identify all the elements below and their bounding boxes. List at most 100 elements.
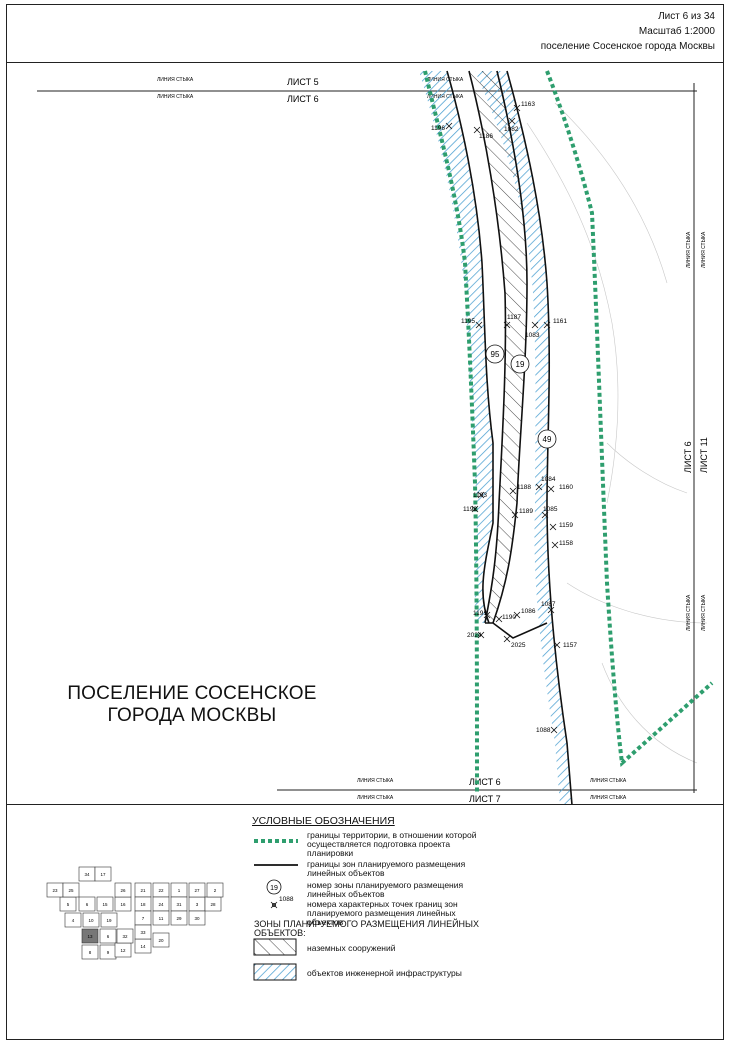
- zone-number-95: 95: [485, 344, 505, 364]
- point-label-1085: 1085: [543, 506, 558, 513]
- point-label-1191: 1191: [473, 610, 487, 617]
- key-map-label-29: 29: [176, 916, 182, 921]
- key-map-label-28: 28: [210, 902, 216, 907]
- point-label-1161: 1161: [553, 318, 567, 325]
- legend-zone-number-symbol: 19: [266, 879, 282, 895]
- settlement-name: поселение Сосенское города Москвы: [540, 41, 715, 52]
- sheet-label-right-right: ЛИСТ 11: [699, 437, 709, 473]
- point-1186: 1186: [473, 126, 493, 140]
- legend-boundary-label: границы территории, в отношении которой …: [307, 830, 477, 858]
- point-label-1163: 1163: [521, 101, 535, 108]
- svg-text:95: 95: [491, 350, 500, 359]
- key-map-cell-33: [134, 924, 152, 940]
- key-map-label-1: 1: [178, 888, 181, 893]
- junction-label-top-1: ЛИНИЯ СТЫКА: [157, 77, 194, 83]
- key-map-label-25: 25: [68, 888, 74, 893]
- junction-right: ЛИНИЯ СТЫКА ЛИНИЯ СТЫКА ЛИНИЯ СТЫКА ЛИНИ…: [683, 83, 709, 793]
- junction-label-top-2: ЛИНИЯ СТЫКА: [157, 94, 194, 100]
- key-map-label-30: 30: [194, 916, 200, 921]
- point-label-1088: 1088: [536, 727, 551, 734]
- point-label-1188: 1188: [517, 484, 531, 491]
- junction-label-right-4: ЛИНИЯ СТЫКА: [701, 594, 707, 631]
- key-map-label-8: 8: [89, 950, 92, 955]
- junction-label-right-3: ЛИНИЯ СТЫКА: [686, 594, 692, 631]
- point-1187: 1187: [503, 314, 521, 329]
- junction-label-bottom-4: ЛИНИЯ СТЫКА: [590, 795, 627, 801]
- key-map-label-33: 33: [140, 930, 146, 935]
- key-map-cell-25: [62, 882, 80, 898]
- place-name-line1: ПОСЕЛЕНИЕ СОСЕНСКОЕ: [67, 683, 317, 704]
- key-map-label-18: 18: [140, 902, 146, 907]
- svg-text:19: 19: [516, 360, 525, 369]
- map-drawing: ЛИНИЯ СТЫКА ЛИНИЯ СТЫКА ЛИНИЯ СТЫКА ЛИНИ…: [37, 70, 714, 804]
- point-label-1193: 1193: [473, 492, 487, 499]
- svg-text:19: 19: [270, 885, 278, 892]
- legend-zone-boundary-label: границы зон планируемого размещения лине…: [307, 859, 466, 878]
- junction-label-bottom-3: ЛИНИЯ СТЫКА: [590, 778, 627, 784]
- point-1159: 1159: [549, 522, 573, 531]
- legend-point-sample: 1088: [279, 896, 294, 903]
- sheet-label-bottom-above: ЛИСТ 6: [469, 777, 501, 787]
- point-1192: 1192: [463, 505, 479, 513]
- legend-zones-section: ЗОНЫ ПЛАНИРУЕМОГО РАЗМЕЩЕНИЯ ЛИНЕЙНЫХ ОБ…: [254, 919, 480, 938]
- place-name-line2: ГОРОДА МОСКВЫ: [107, 705, 277, 726]
- point-label-1082: 1082: [504, 126, 519, 133]
- key-map-cell-27: [188, 882, 206, 898]
- key-map-label-6: 6: [86, 902, 89, 907]
- junction-label-bottom-1: ЛИНИЯ СТЫКА: [357, 778, 394, 784]
- point-label-1084: 1084: [541, 476, 556, 483]
- point-label-1189: 1189: [519, 508, 533, 515]
- key-map-label-31: 31: [176, 902, 182, 907]
- point-1161: 1161: [543, 318, 567, 329]
- key-map-label-11: 11: [159, 916, 164, 921]
- key-map-cell-26: [114, 882, 132, 898]
- key-map-label-2: 2: [214, 888, 217, 893]
- key-map-label-16: 16: [120, 902, 126, 907]
- point-label-2025: 2025: [511, 642, 526, 649]
- key-map-label-3: 3: [196, 902, 199, 907]
- point-label-1159: 1159: [559, 522, 573, 529]
- key-map-cell-11: [152, 910, 170, 926]
- key-map-cell-30: [188, 910, 206, 926]
- legend-engineering-symbol: [253, 963, 297, 981]
- point-label-1157: 1157: [563, 642, 577, 649]
- map-scale: Масштаб 1:2000: [638, 26, 715, 37]
- key-map-cell-20: [152, 932, 170, 948]
- point-2025: 2025: [503, 635, 526, 649]
- key-map-label-22: 22: [158, 888, 164, 893]
- key-map-label-32: 32: [122, 934, 128, 939]
- legend-engineering-label: объектов инженерной инфраструктуры: [307, 968, 462, 978]
- zone-boundaries: [446, 70, 573, 804]
- key-map-cell-19: [100, 912, 118, 928]
- key-map-cell-6: [99, 928, 117, 944]
- legend-ground-symbol: [253, 938, 297, 956]
- point-1086: 1086: [513, 608, 536, 619]
- sheet-header: Лист 6 из 34 Масштаб 1:2000 поселение Со…: [7, 5, 723, 63]
- key-map-label-23: 23: [52, 888, 58, 893]
- zone-number-49: 49: [537, 429, 557, 449]
- point-1193: 1193: [473, 491, 487, 499]
- point-1188: 1188: [509, 484, 531, 495]
- point-1196: 1196: [431, 122, 453, 132]
- key-map-label-4: 4: [72, 918, 75, 923]
- point-label-1083: 1083: [525, 332, 540, 339]
- point-label-1086: 1086: [521, 608, 536, 615]
- engineering-zone-right: [475, 71, 572, 804]
- sheet-label-top-below: ЛИСТ 6: [287, 94, 319, 104]
- junction-label-right-1: ЛИНИЯ СТЫКА: [686, 231, 692, 268]
- legend-title: УСЛОВНЫЕ ОБОЗНАЧЕНИЯ: [252, 815, 395, 827]
- key-map-label-5: 5: [67, 902, 70, 907]
- key-map-label-7: 7: [142, 916, 145, 921]
- key-map-label-14: 14: [140, 944, 146, 949]
- legend-ground-label: наземных сооружений: [307, 943, 396, 953]
- legend-point-symbol: [270, 901, 278, 909]
- point-1082: 1082: [504, 117, 519, 133]
- key-map-cell-13: [81, 928, 99, 944]
- point-label-2024: 2024: [467, 632, 482, 639]
- legend-zone-number-label: номер зоны планируемого размещения линей…: [307, 880, 464, 899]
- point-label-1190: 1190: [502, 614, 516, 621]
- point-1083: 1083: [525, 321, 540, 339]
- point-2024: 2024: [467, 631, 485, 639]
- sheet-number: Лист 6 из 34: [658, 11, 715, 22]
